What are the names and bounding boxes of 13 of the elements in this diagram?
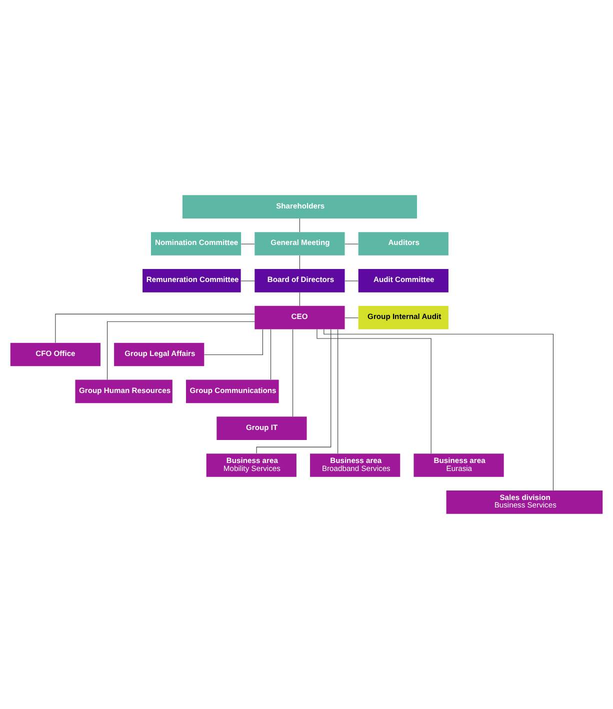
connector: [240, 280, 255, 282]
connector: [107, 321, 255, 380]
connector: [55, 314, 255, 344]
connector: [292, 329, 294, 417]
connector: [324, 329, 554, 491]
connector: [270, 329, 272, 380]
connector: [299, 218, 300, 232]
connector: [344, 280, 358, 282]
connector: [299, 255, 300, 270]
connector: [316, 328, 432, 454]
connector: [299, 292, 300, 306]
connector: [256, 329, 332, 454]
connector: [204, 329, 263, 356]
